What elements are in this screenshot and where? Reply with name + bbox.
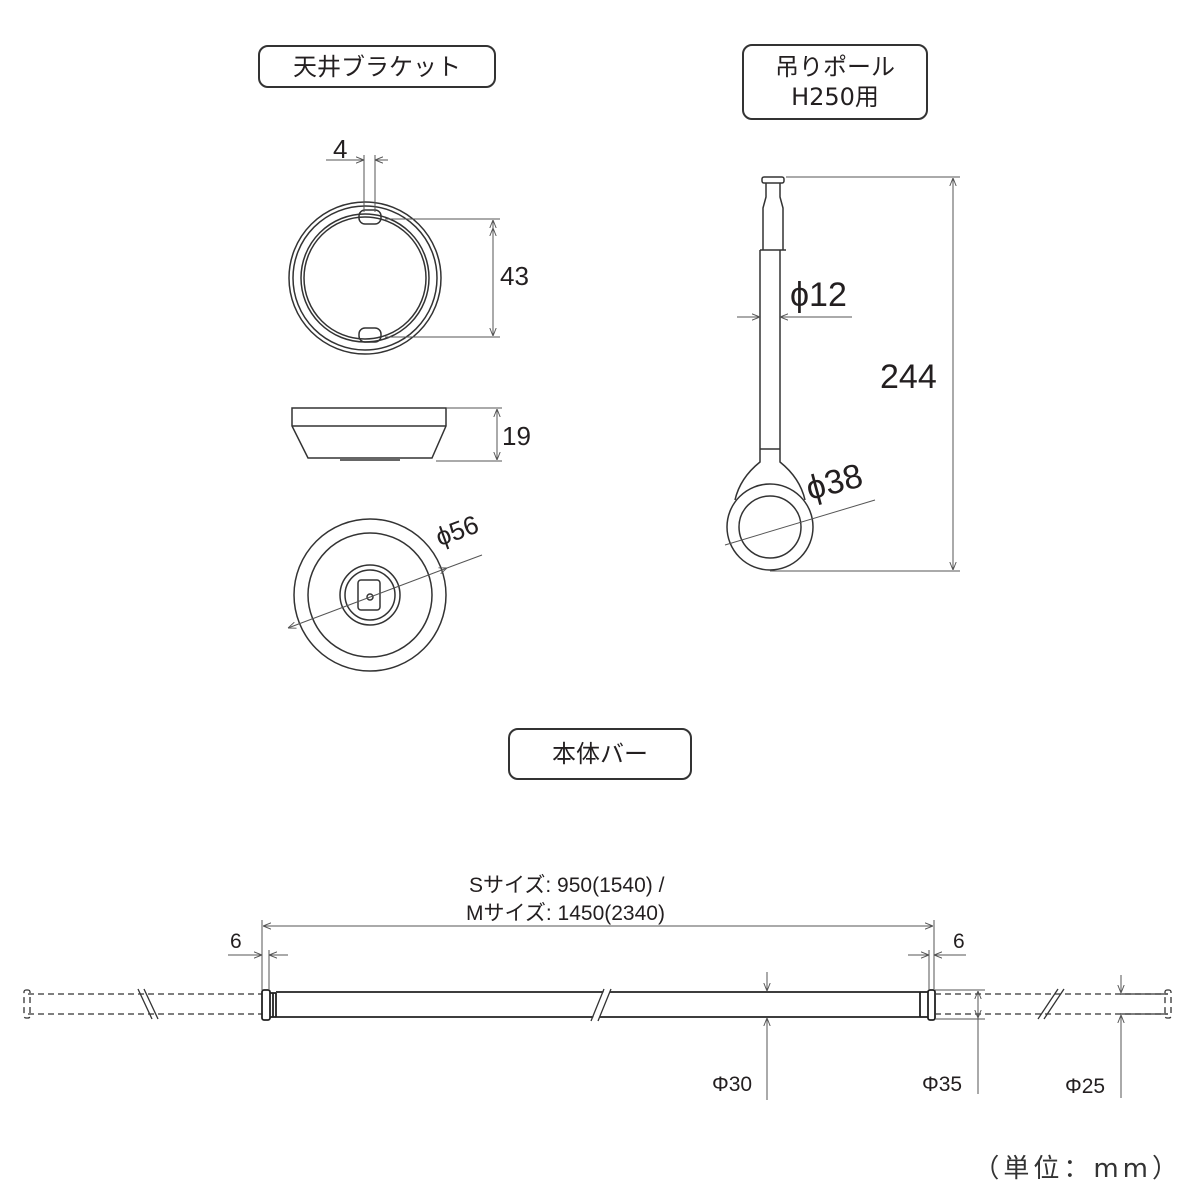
bracket-slot-dimension bbox=[326, 155, 388, 212]
unit-note: （単位：mm） bbox=[973, 1154, 1182, 1184]
bar-diameter-inner-label: Φ25 bbox=[1065, 1075, 1106, 1098]
bar-length-line2: Mサイズ: 1450(2340) bbox=[466, 902, 665, 925]
ceiling-bracket-title: 天井ブラケット bbox=[258, 45, 496, 88]
bar-end-left-label: 6 bbox=[230, 930, 242, 953]
pole-diameter-label: ϕ12 bbox=[790, 276, 847, 314]
bracket-top-view bbox=[288, 201, 442, 355]
pole-length-dimension bbox=[770, 176, 960, 572]
hanging-pole-title-line1: 吊りポール bbox=[775, 53, 895, 81]
bracket-span-dimension bbox=[385, 218, 500, 338]
main-bar-left-extension bbox=[23, 989, 262, 1019]
bracket-slot-width-label: 4 bbox=[333, 134, 348, 164]
right-break-mark bbox=[1037, 988, 1065, 1020]
hanging-pole-title: 吊りポール H250用 bbox=[742, 44, 928, 120]
hanging-pole-title-line2: H250用 bbox=[791, 83, 879, 111]
hanging-pole-drawing bbox=[726, 176, 814, 571]
bar-length-dimension bbox=[228, 920, 966, 990]
bracket-diameter-dimension bbox=[288, 554, 483, 628]
bar-diameter-joint-label: Φ35 bbox=[922, 1073, 963, 1096]
bar-diameter-main-label: Φ30 bbox=[712, 1073, 753, 1096]
bracket-bottom-view bbox=[293, 518, 447, 672]
bar-diameter-dimensions bbox=[767, 972, 1121, 1100]
main-bar-title: 本体バー bbox=[508, 728, 692, 780]
pole-length-label: 244 bbox=[880, 358, 937, 396]
bar-end-right-label: 6 bbox=[953, 930, 965, 953]
bar-length-line1: Sサイズ: 950(1540) / bbox=[469, 874, 665, 897]
left-break-mark bbox=[137, 988, 159, 1020]
main-bar-break-mark bbox=[592, 987, 611, 1023]
bracket-height-dimension bbox=[436, 407, 502, 462]
ceiling-bracket-title-text: 天井ブラケット bbox=[293, 52, 461, 81]
bracket-side-view bbox=[291, 407, 447, 461]
pole-ring-dimension bbox=[724, 499, 876, 546]
bracket-height-label: 19 bbox=[502, 421, 531, 451]
bracket-inner-span-label: 43 bbox=[500, 261, 529, 291]
main-bar-title-text: 本体バー bbox=[552, 740, 648, 768]
